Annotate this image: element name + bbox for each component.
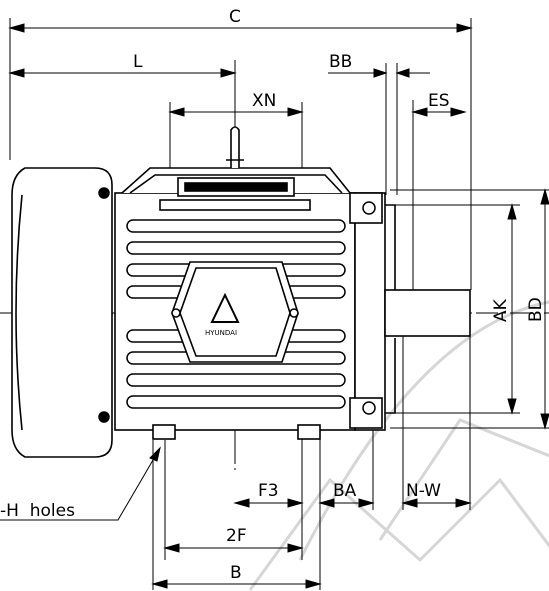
dim-2f-label: 2F bbox=[226, 526, 247, 546]
dim-l-label: L bbox=[133, 52, 143, 72]
foot-right bbox=[297, 424, 321, 440]
dim-ba-label: BA bbox=[333, 481, 357, 501]
bolt-heads bbox=[98, 187, 376, 423]
dim-ak-label: AK bbox=[491, 298, 511, 322]
dim-es-label: ES bbox=[428, 91, 450, 111]
shaft bbox=[384, 289, 471, 337]
fan-cover bbox=[11, 167, 113, 458]
dim-f3-label: F3 bbox=[258, 481, 279, 501]
holes-callout: -H holes bbox=[0, 501, 75, 521]
dim-b-label: B bbox=[230, 563, 242, 583]
eye-bolt bbox=[230, 126, 240, 168]
dim-nw-label: N-W bbox=[406, 481, 441, 501]
dim-xn-label: XN bbox=[252, 91, 276, 111]
dim-bb-label: BB bbox=[329, 52, 352, 72]
foot-left bbox=[152, 424, 176, 440]
dim-bd-label: BD bbox=[526, 297, 546, 322]
end-shield bbox=[354, 192, 386, 431]
dim-c-label: C bbox=[229, 7, 241, 27]
brand-label: HYUNDAI bbox=[205, 329, 237, 337]
logo-triangle-icon bbox=[210, 292, 240, 323]
nameplate: HYUNDAI bbox=[171, 261, 299, 363]
